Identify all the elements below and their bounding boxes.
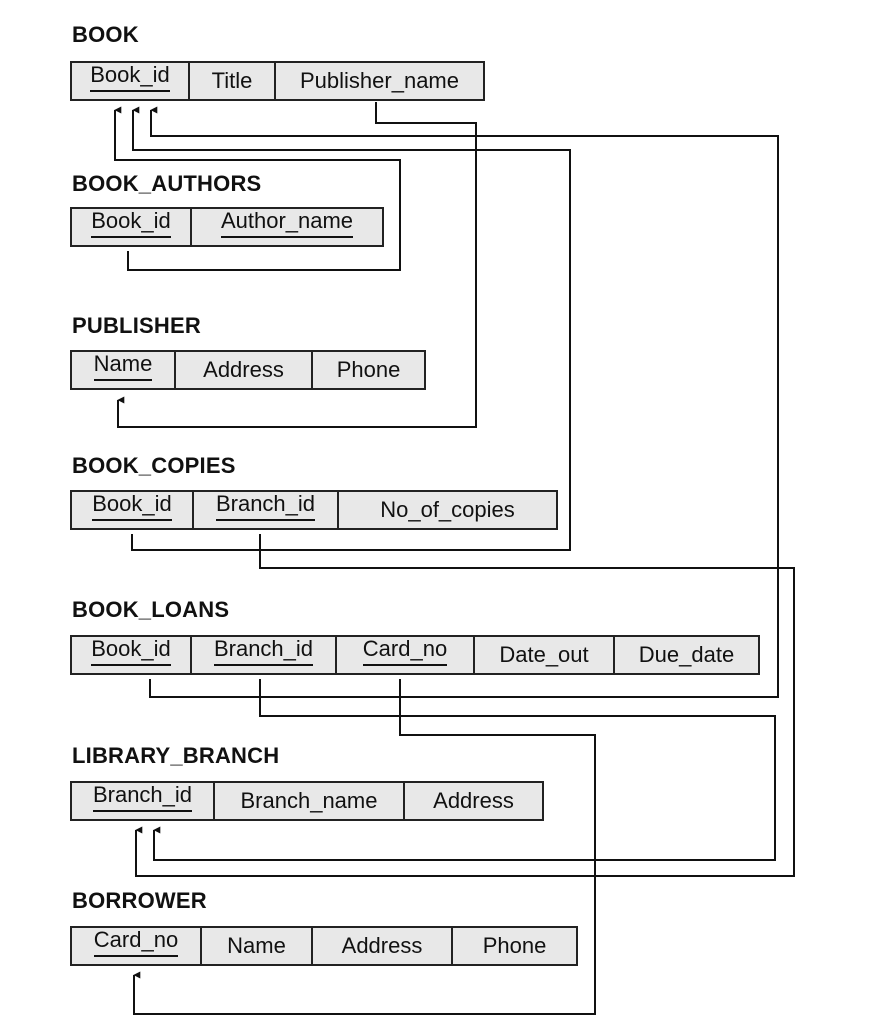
library-branch-branch-name-attr: Branch_name: [215, 783, 405, 819]
publisher-address-attr: Address: [176, 352, 313, 388]
fk-book-publisher-to-publisher-name: [117, 102, 477, 428]
library-branch-title: LIBRARY_BRANCH: [72, 743, 280, 768]
book-loans-date-out-attr: Date_out: [475, 637, 615, 673]
publisher-name-key: Name: [72, 351, 176, 388]
borrower-relation: Card_no Name Address Phone: [70, 926, 578, 966]
book-authors-title: BOOK_AUTHORS: [72, 171, 262, 196]
book-authors-author-name-key: Author_name: [192, 208, 382, 245]
publisher-title: PUBLISHER: [72, 313, 201, 338]
book-copies-no-of-copies-attr: No_of_copies: [380, 497, 515, 522]
book-loans-book-id-key: Book_id: [72, 636, 192, 673]
library-branch-branch-id-key: Branch_id: [72, 782, 215, 819]
borrower-address-attr: Address: [313, 928, 453, 964]
book-title-attr: Title: [190, 63, 276, 99]
book-loans-card-no-key: Card_no: [337, 636, 475, 673]
borrower-card-no-key: Card_no: [72, 927, 202, 964]
book-loans-title: BOOK_LOANS: [72, 597, 230, 622]
book-copies-relation: Book_id Branch_id No_of_copies: [70, 490, 558, 530]
fk-book-authors-to-book: [114, 106, 401, 271]
library-branch-address-attr: Address: [433, 788, 514, 813]
book-loans-due-date-attr: Due_date: [638, 642, 735, 667]
book-book-id-key: Book_id: [72, 62, 190, 99]
library-branch-relation: Branch_id Branch_name Address: [70, 781, 544, 821]
book-loans-relation: Book_id Branch_id Card_no Date_out Due_d…: [70, 635, 760, 675]
fk-book-loans-to-borrower: [133, 679, 596, 1015]
book-copies-branch-id-key: Branch_id: [194, 491, 339, 528]
publisher-relation: Name Address Phone: [70, 350, 426, 390]
book-publisher-name-attr: Publisher_name: [300, 68, 459, 93]
borrower-phone-attr: Phone: [482, 933, 547, 958]
fk-book-loans-to-library-branch: [153, 679, 776, 861]
book-copies-title: BOOK_COPIES: [72, 453, 236, 478]
borrower-title: BORROWER: [72, 888, 207, 913]
book-copies-book-id-key: Book_id: [72, 491, 194, 528]
borrower-name-attr: Name: [202, 928, 313, 964]
book-title: BOOK: [72, 22, 139, 47]
book-authors-relation: Book_id Author_name: [70, 207, 384, 247]
book-loans-branch-id-key: Branch_id: [192, 636, 337, 673]
fk-book-copies-to-book: [131, 106, 571, 551]
fk-book-copies-to-library-branch: [135, 534, 795, 877]
book-relation: Book_id Title Publisher_name: [70, 61, 485, 101]
fk-book-loans-to-book: [149, 106, 779, 698]
book-authors-book-id-key: Book_id: [72, 208, 192, 245]
publisher-phone-attr: Phone: [336, 357, 401, 382]
